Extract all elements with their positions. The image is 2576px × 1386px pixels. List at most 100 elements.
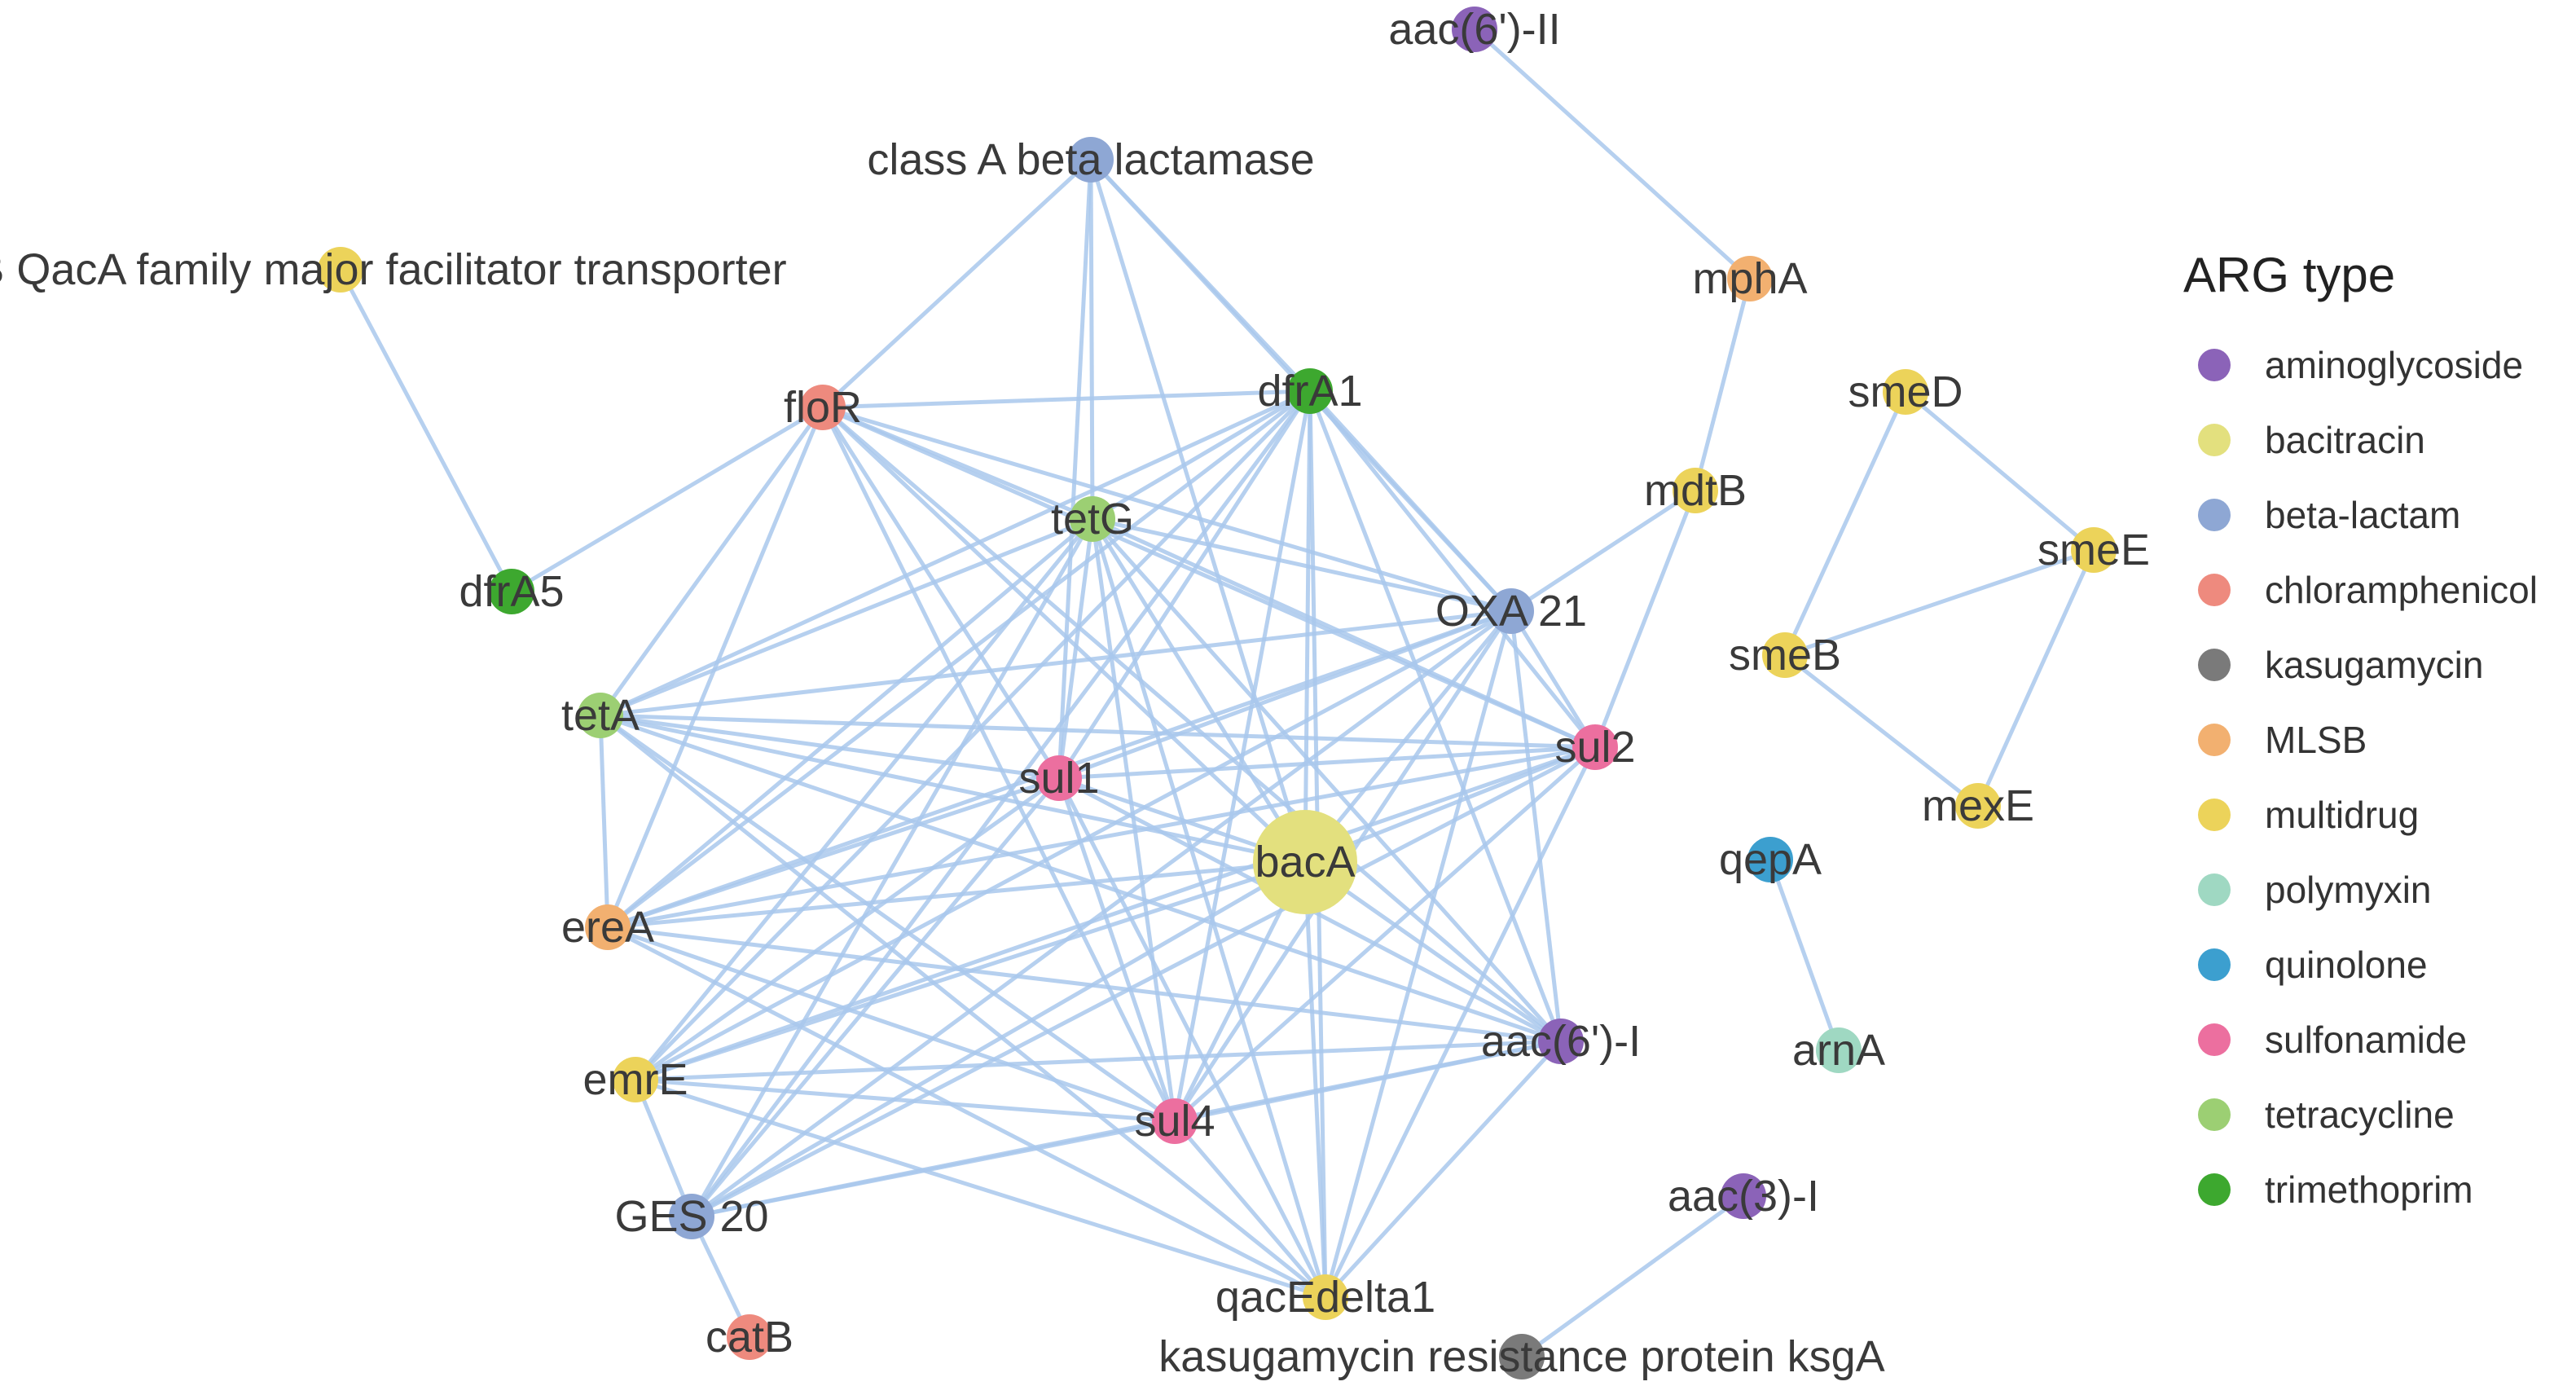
edge-mphA-mdtB: [1693, 278, 1752, 491]
edge-emrE-sul4: [635, 1077, 1176, 1124]
edge-emrE-GES20: [633, 1079, 694, 1217]
node-label-dfrA1: dfrA1: [1257, 367, 1362, 416]
edge-tetG-sul2: [1091, 517, 1597, 750]
edge-smeB-mexE: [1783, 653, 1980, 807]
node-label-sul4: sul4: [1134, 1097, 1215, 1146]
node-tetG: tetG: [1051, 495, 1134, 543]
node-smeE: smeE: [2038, 526, 2150, 574]
legend-item-MLSB: MLSB: [2198, 719, 2367, 761]
node-circle-mphA: [1727, 256, 1773, 301]
node-label-aac3I: aac(3)-I: [1668, 1172, 1819, 1221]
node-label-ksgA: kasugamycin resistance protein ksgA: [1158, 1332, 1884, 1381]
legend-swatch-quinolone: [2198, 948, 2231, 981]
edge-dfrA1-aac6I: [1308, 390, 1563, 1042]
node-circle-tetA: [578, 693, 623, 738]
edge-tetA-bacA: [600, 713, 1306, 865]
edge-aac6I-qacEdelta1: [1324, 1040, 1563, 1299]
edge-dfrA1-GES20: [689, 389, 1312, 1218]
node-aac6I: aac(6')-I: [1481, 1017, 1641, 1066]
node-sul2: sul2: [1554, 723, 1635, 772]
edge-floR-tetA: [598, 406, 825, 717]
node-smeD: smeD: [1848, 367, 1963, 416]
edge-sul2-sul4: [1173, 746, 1597, 1123]
node-label-bacA: bacA: [1255, 838, 1355, 887]
node-label-smeE: smeE: [2038, 526, 2150, 574]
node-circle-mdtB: [1673, 468, 1718, 513]
legend-swatch-beta-lactam: [2198, 499, 2231, 531]
node-label-floR: floR: [784, 383, 862, 432]
legend-swatch-aminoglycoside: [2198, 349, 2231, 381]
edge-classA-bacA: [1088, 159, 1308, 863]
legend-item-polymyxin: polymyxin: [2198, 869, 2432, 911]
node-label-qepA: qepA: [1719, 835, 1822, 884]
edge-OXA21-tetA: [600, 609, 1512, 718]
legend-swatch-trimethoprim: [2198, 1173, 2231, 1206]
node-circle-ereA: [585, 904, 631, 950]
edge-tetA-aac6I: [600, 713, 1562, 1044]
edge-sul2-qacEdelta1: [1323, 746, 1598, 1299]
node-label-emrE: emrE: [582, 1055, 688, 1104]
edge-OXA21-emrE: [634, 609, 1513, 1082]
node-classA: class A beta lactamase: [867, 135, 1314, 184]
edge-dfrA1-OXA21: [1308, 389, 1513, 613]
node-circle-GES20: [669, 1194, 714, 1239]
legend-label-trimethoprim: trimethoprim: [2265, 1168, 2473, 1211]
edge-smeB-smeE: [1784, 548, 2095, 658]
node-circle-aac6II: [1452, 7, 1497, 52]
edge-OXA21-bacA: [1303, 609, 1513, 864]
edge-sul2-sul1: [1058, 745, 1596, 781]
node-circle-tetG: [1070, 496, 1115, 542]
edge-tetG-GES20: [689, 517, 1095, 1218]
node-ereA: ereA: [561, 903, 654, 952]
legend-swatch-sulfonamide: [2198, 1023, 2231, 1056]
edge-aac6I-GES20: [691, 1039, 1562, 1219]
node-qepA: qepA: [1719, 835, 1822, 884]
edge-emrE-qacEdelta1: [635, 1077, 1326, 1300]
edge-smeD-smeB: [1783, 390, 1908, 657]
edge-mexE-smeE: [1976, 548, 2096, 807]
node-circle-arnA: [1816, 1027, 1862, 1073]
node-label-mphA: mphA: [1692, 254, 1807, 303]
edge-bacA-ereA: [607, 860, 1306, 930]
node-label-sul2: sul2: [1554, 723, 1635, 772]
legend-swatch-bacitracin: [2198, 424, 2231, 456]
edge-smeD-smeE: [1904, 390, 2095, 552]
edge-tetG-qacEdelta1: [1090, 518, 1328, 1298]
edges-layer: [338, 28, 2096, 1359]
node-label-aac6II: aac(6')-II: [1388, 5, 1560, 54]
legend: ARG type aminoglycosidebacitracinbeta-la…: [2183, 248, 2538, 1211]
edge-floR-OXA21: [822, 405, 1512, 614]
node-circle-ksgA: [1499, 1334, 1545, 1379]
edge-sul2-tetA: [600, 713, 1596, 750]
edge-floR-dfrA1: [822, 389, 1311, 410]
node-qacEdelta1: qacEdelta1: [1215, 1273, 1435, 1322]
node-circle-smeB: [1762, 632, 1808, 678]
edge-bacA-qacEdelta1: [1303, 861, 1328, 1298]
node-circle-dfrA5: [489, 569, 534, 614]
legend-label-beta-lactam: beta-lactam: [2265, 494, 2460, 536]
edge-qepA-arnA: [1768, 859, 1841, 1051]
legend-label-bacitracin: bacitracin: [2265, 419, 2425, 461]
node-circle-bacA: [1253, 810, 1357, 914]
legend-item-aminoglycoside: aminoglycoside: [2198, 344, 2523, 386]
edge-floR-sul4: [820, 406, 1177, 1123]
node-label-OXA21: OXA 21: [1435, 587, 1587, 636]
edge-dfrA1-ereA: [606, 389, 1312, 929]
edge-sul2-ereA: [607, 745, 1596, 930]
legend-swatch-kasugamycin: [2198, 649, 2231, 681]
node-label-dfrA5: dfrA5: [459, 567, 564, 616]
node-GES20: GES 20: [614, 1192, 768, 1241]
node-circle-emrE: [613, 1057, 658, 1102]
legend-item-beta-lactam: beta-lactam: [2198, 494, 2460, 536]
node-label-ereA: ereA: [561, 903, 654, 952]
edge-aac3I-ksgA: [1520, 1194, 1745, 1359]
edge-tetG-emrE: [634, 517, 1094, 1081]
edge-emrB-dfrA5: [338, 268, 514, 593]
edge-tetG-aac6I: [1091, 517, 1563, 1043]
node-circle-aac6I: [1538, 1019, 1584, 1064]
legend-swatch-polymyxin: [2198, 873, 2231, 906]
node-circle-catB: [727, 1314, 772, 1360]
node-circle-aac3I: [1721, 1173, 1766, 1219]
node-label-tetG: tetG: [1051, 495, 1134, 543]
